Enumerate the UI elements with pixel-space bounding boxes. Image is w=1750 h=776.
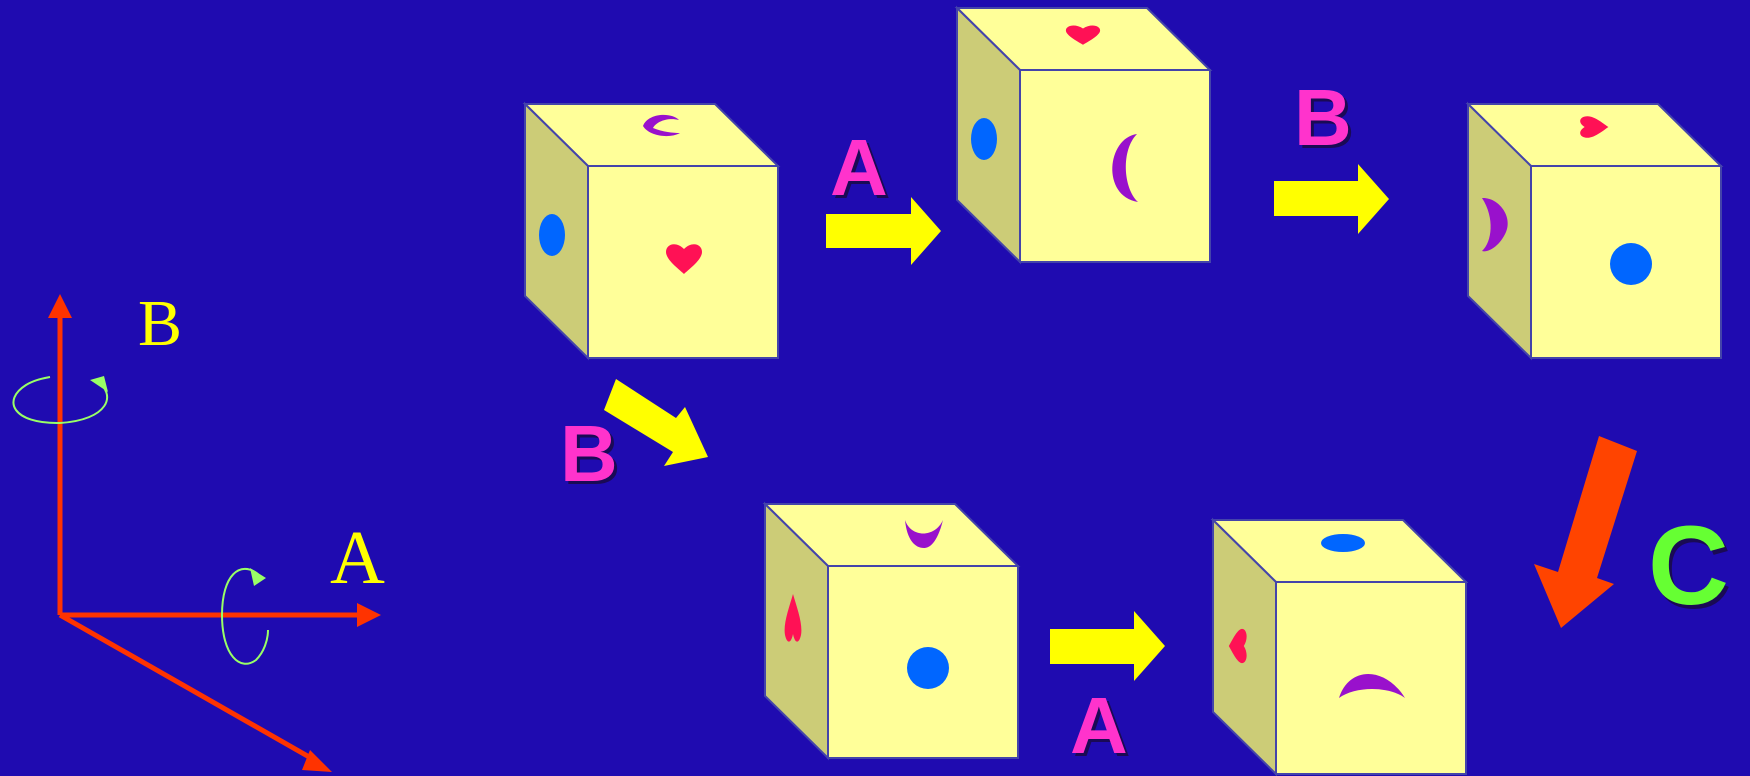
- cube-start: [524, 103, 779, 359]
- cube-after-a-b: [1467, 103, 1722, 359]
- rotation-b-marker: [12, 376, 109, 425]
- label-b-diag: B: [560, 409, 618, 498]
- heart-icon: [784, 594, 802, 642]
- arrow-b-top: [1274, 164, 1389, 234]
- operation-labels: A A B B B B A A C C: [560, 73, 1732, 773]
- moon-icon: [1112, 134, 1138, 202]
- axis-depth-arrowhead: [302, 750, 332, 772]
- dot-icon: [539, 214, 565, 256]
- coordinate-axes: B A: [12, 287, 385, 772]
- axis-a-arrowhead: [357, 603, 381, 627]
- label-a-top: A: [830, 123, 888, 212]
- dot-icon: [971, 118, 997, 160]
- moon-icon: [1339, 674, 1405, 698]
- dot-icon: [1321, 534, 1365, 552]
- dot-icon: [907, 647, 949, 689]
- moon-icon: [1482, 197, 1508, 252]
- axis-b-arrowhead: [48, 294, 72, 318]
- arrow-a-top: [826, 197, 941, 265]
- cube-after-a: [956, 7, 1211, 263]
- rotation-a-marker: [220, 568, 269, 665]
- label-b-top-shadow: B: [1297, 76, 1355, 165]
- cube-after-b-a: [1212, 519, 1467, 775]
- axis-b-label: B: [138, 287, 182, 360]
- label-a-bottom-shadow: A: [1073, 684, 1131, 773]
- label-c: C: [1648, 503, 1729, 628]
- axis-a-label: A: [330, 516, 385, 600]
- label-b-diag-shadow: B: [563, 412, 621, 501]
- arrow-c: [1534, 436, 1637, 628]
- cube-after-b: [764, 503, 1019, 759]
- arrow-b-diag: [604, 379, 708, 466]
- axis-depth-line: [58, 612, 320, 765]
- moon-icon: [905, 520, 943, 548]
- arrow-a-bottom: [1050, 611, 1165, 681]
- rotation-b-arrowhead: [90, 376, 108, 392]
- label-a-bottom: A: [1070, 681, 1128, 770]
- label-a-top-shadow: A: [833, 126, 891, 215]
- label-b-top: B: [1294, 73, 1352, 162]
- label-c-shadow: C: [1651, 507, 1732, 632]
- dot-icon: [1610, 243, 1652, 285]
- moon-icon: [643, 114, 680, 137]
- rotation-a-arrowhead: [250, 568, 266, 586]
